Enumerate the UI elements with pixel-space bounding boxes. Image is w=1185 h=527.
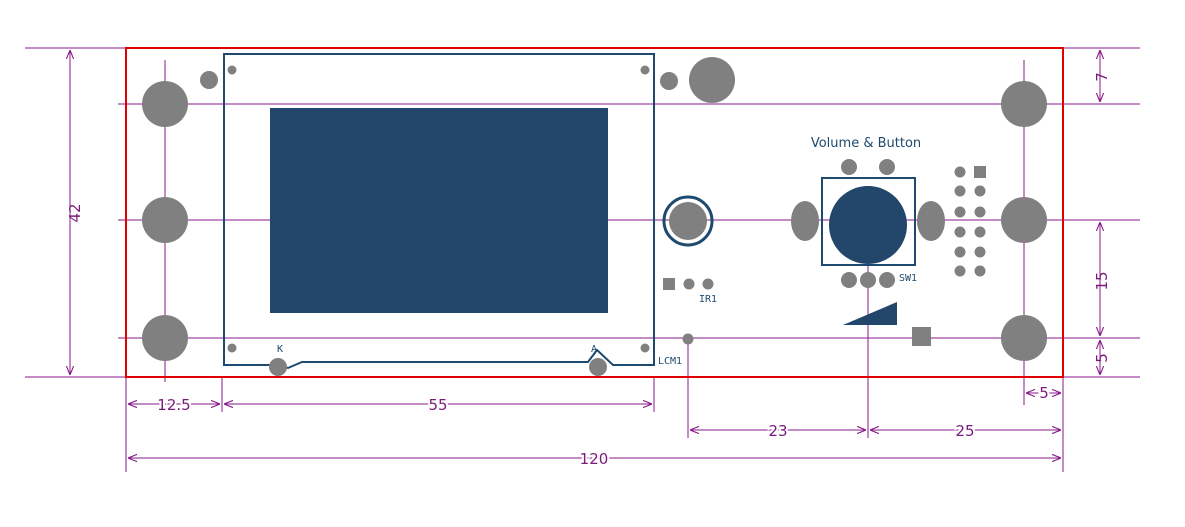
wedge-mark	[843, 302, 897, 325]
mounting-hole	[1001, 315, 1047, 361]
lcd-screen	[270, 108, 608, 313]
large-hole	[689, 57, 735, 103]
encoder-mount-pad	[917, 201, 945, 241]
svg-text:23: 23	[768, 422, 787, 440]
mounting-hole	[142, 197, 188, 243]
board-outline	[125, 47, 1064, 378]
dim-height-total: 42	[66, 50, 84, 375]
lcd-module	[223, 53, 655, 376]
small-hole	[660, 72, 678, 90]
pin-k-label: K	[277, 344, 283, 355]
dim-top-offset: 7	[1093, 50, 1111, 102]
lcm1-label: LCM1	[658, 356, 682, 367]
svg-text:25: 25	[955, 422, 974, 440]
lcd-corner-hole	[640, 343, 650, 353]
dim-row-pitch: 15	[1093, 222, 1111, 336]
svg-text:55: 55	[428, 396, 447, 414]
small-hole	[200, 71, 218, 89]
encoder-mount-pad	[791, 201, 819, 241]
encoder-body	[821, 177, 916, 266]
dim-ir-to-knob: 23	[690, 420, 866, 442]
lcd-pin-k	[269, 358, 287, 376]
pin-a-label: A	[591, 344, 597, 355]
mounting-holes	[142, 57, 1047, 361]
svg-text:12.5: 12.5	[157, 396, 190, 414]
svg-text:5: 5	[1093, 353, 1111, 363]
ir1-pads	[663, 278, 714, 345]
header-pins	[954, 166, 986, 277]
encoder	[791, 159, 945, 346]
svg-text:15: 15	[1093, 271, 1111, 290]
lcd-corner-hole	[227, 65, 237, 75]
lcd-corner-hole	[227, 343, 237, 353]
svg-text:5: 5	[1039, 384, 1049, 402]
volume-button-label: Volume & Button	[811, 136, 921, 151]
dim-knob-to-edge: 25	[870, 420, 1061, 442]
ir-receiver-ring	[662, 195, 714, 247]
lcd-corner-hole	[640, 65, 650, 75]
mounting-hole	[142, 81, 188, 127]
svg-text:7: 7	[1093, 72, 1111, 82]
dim-bottom-offset: 5	[1093, 340, 1111, 375]
svg-text:120: 120	[580, 450, 609, 468]
lcd-pin-a	[589, 358, 607, 376]
ir1-label: IR1	[699, 294, 717, 305]
dim-lcd-width: 55	[224, 394, 652, 416]
svg-text:42: 42	[66, 203, 84, 222]
dim-left-margin: 12.5	[128, 394, 220, 416]
square-pad	[912, 327, 931, 346]
mounting-hole	[1001, 197, 1047, 243]
encoder-knob	[829, 186, 907, 264]
mounting-hole	[142, 315, 188, 361]
mounting-hole	[1001, 81, 1047, 127]
dim-total-width: 120	[128, 448, 1061, 470]
dim-right-margin: 5	[1026, 382, 1061, 404]
sw1-label: SW1	[899, 273, 917, 284]
